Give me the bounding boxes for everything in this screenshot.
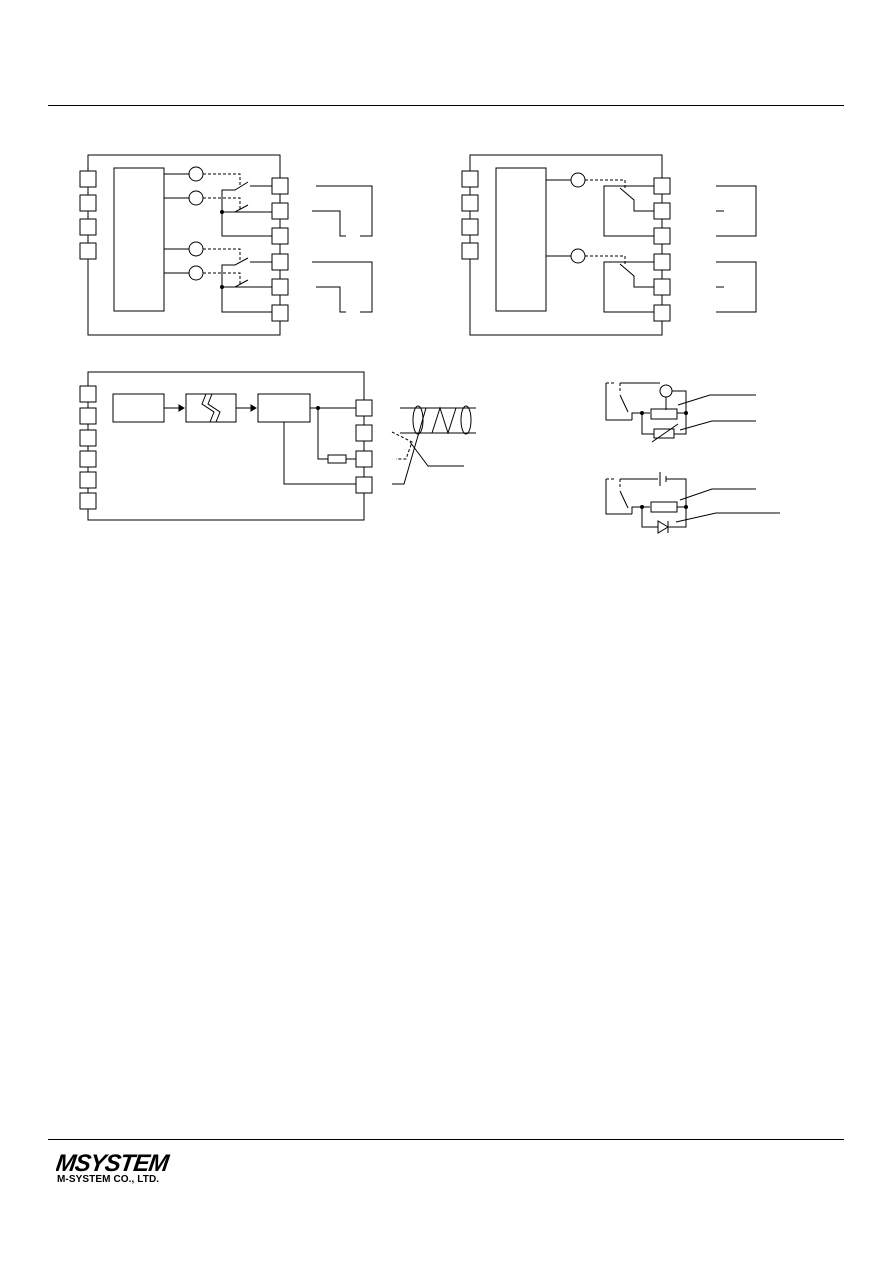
terminal: [271, 202, 289, 220]
terminal: [355, 476, 373, 494]
relay-coil: [570, 248, 586, 264]
logic-block: [495, 167, 547, 312]
terminal: [79, 385, 97, 403]
connection-diagrams: [79, 154, 780, 534]
terminal: [355, 399, 373, 417]
load: [650, 501, 678, 513]
output-block: [257, 393, 311, 423]
isolation-block: [185, 393, 237, 423]
terminal: [653, 177, 671, 195]
terminal: [461, 194, 479, 212]
terminal: [461, 170, 479, 188]
terminal: [653, 278, 671, 296]
terminal: [271, 278, 289, 296]
terminal: [653, 202, 671, 220]
input-block: [112, 393, 165, 423]
terminal: [79, 429, 97, 447]
terminal: [653, 304, 671, 322]
svg-text:MSYSTEM: MSYSTEM: [56, 1150, 172, 1176]
dc-protection-diagram: [605, 472, 780, 534]
relay-coil: [188, 190, 204, 206]
terminal: [355, 450, 373, 468]
ac-protection-diagram: [605, 382, 756, 443]
company-name: M-SYSTEM CO., LTD.: [57, 1174, 160, 1185]
terminal: [271, 253, 289, 271]
terminal: [461, 218, 479, 236]
relay-coil: [188, 241, 204, 257]
terminal: [79, 194, 97, 212]
terminal: [79, 450, 97, 468]
terminal: [355, 424, 373, 442]
ac-source: [659, 384, 673, 398]
terminal: [79, 242, 97, 260]
terminal: [79, 492, 97, 510]
terminal: [79, 218, 97, 236]
relay-coil: [188, 265, 204, 281]
relay-diagram-2: [461, 154, 757, 336]
terminal: [461, 242, 479, 260]
load: [650, 408, 678, 420]
diode: [657, 520, 669, 534]
analog-output-diagram: [79, 371, 476, 521]
relay-diagram-1: [79, 154, 373, 336]
module-outline: [87, 154, 281, 336]
logic-block: [113, 167, 165, 312]
resistor: [327, 454, 347, 464]
terminal: [271, 304, 289, 322]
header-rule: [48, 105, 844, 106]
terminal: [653, 253, 671, 271]
msystem-logo: MSYSTEM: [56, 1150, 172, 1176]
terminal: [79, 170, 97, 188]
terminal: [653, 227, 671, 245]
module-outline: [469, 154, 663, 336]
terminal: [79, 407, 97, 425]
terminal: [79, 471, 97, 489]
relay-coil: [188, 166, 204, 182]
footer-rule: [48, 1139, 844, 1140]
terminal: [271, 227, 289, 245]
terminal: [271, 177, 289, 195]
relay-coil: [570, 172, 586, 188]
